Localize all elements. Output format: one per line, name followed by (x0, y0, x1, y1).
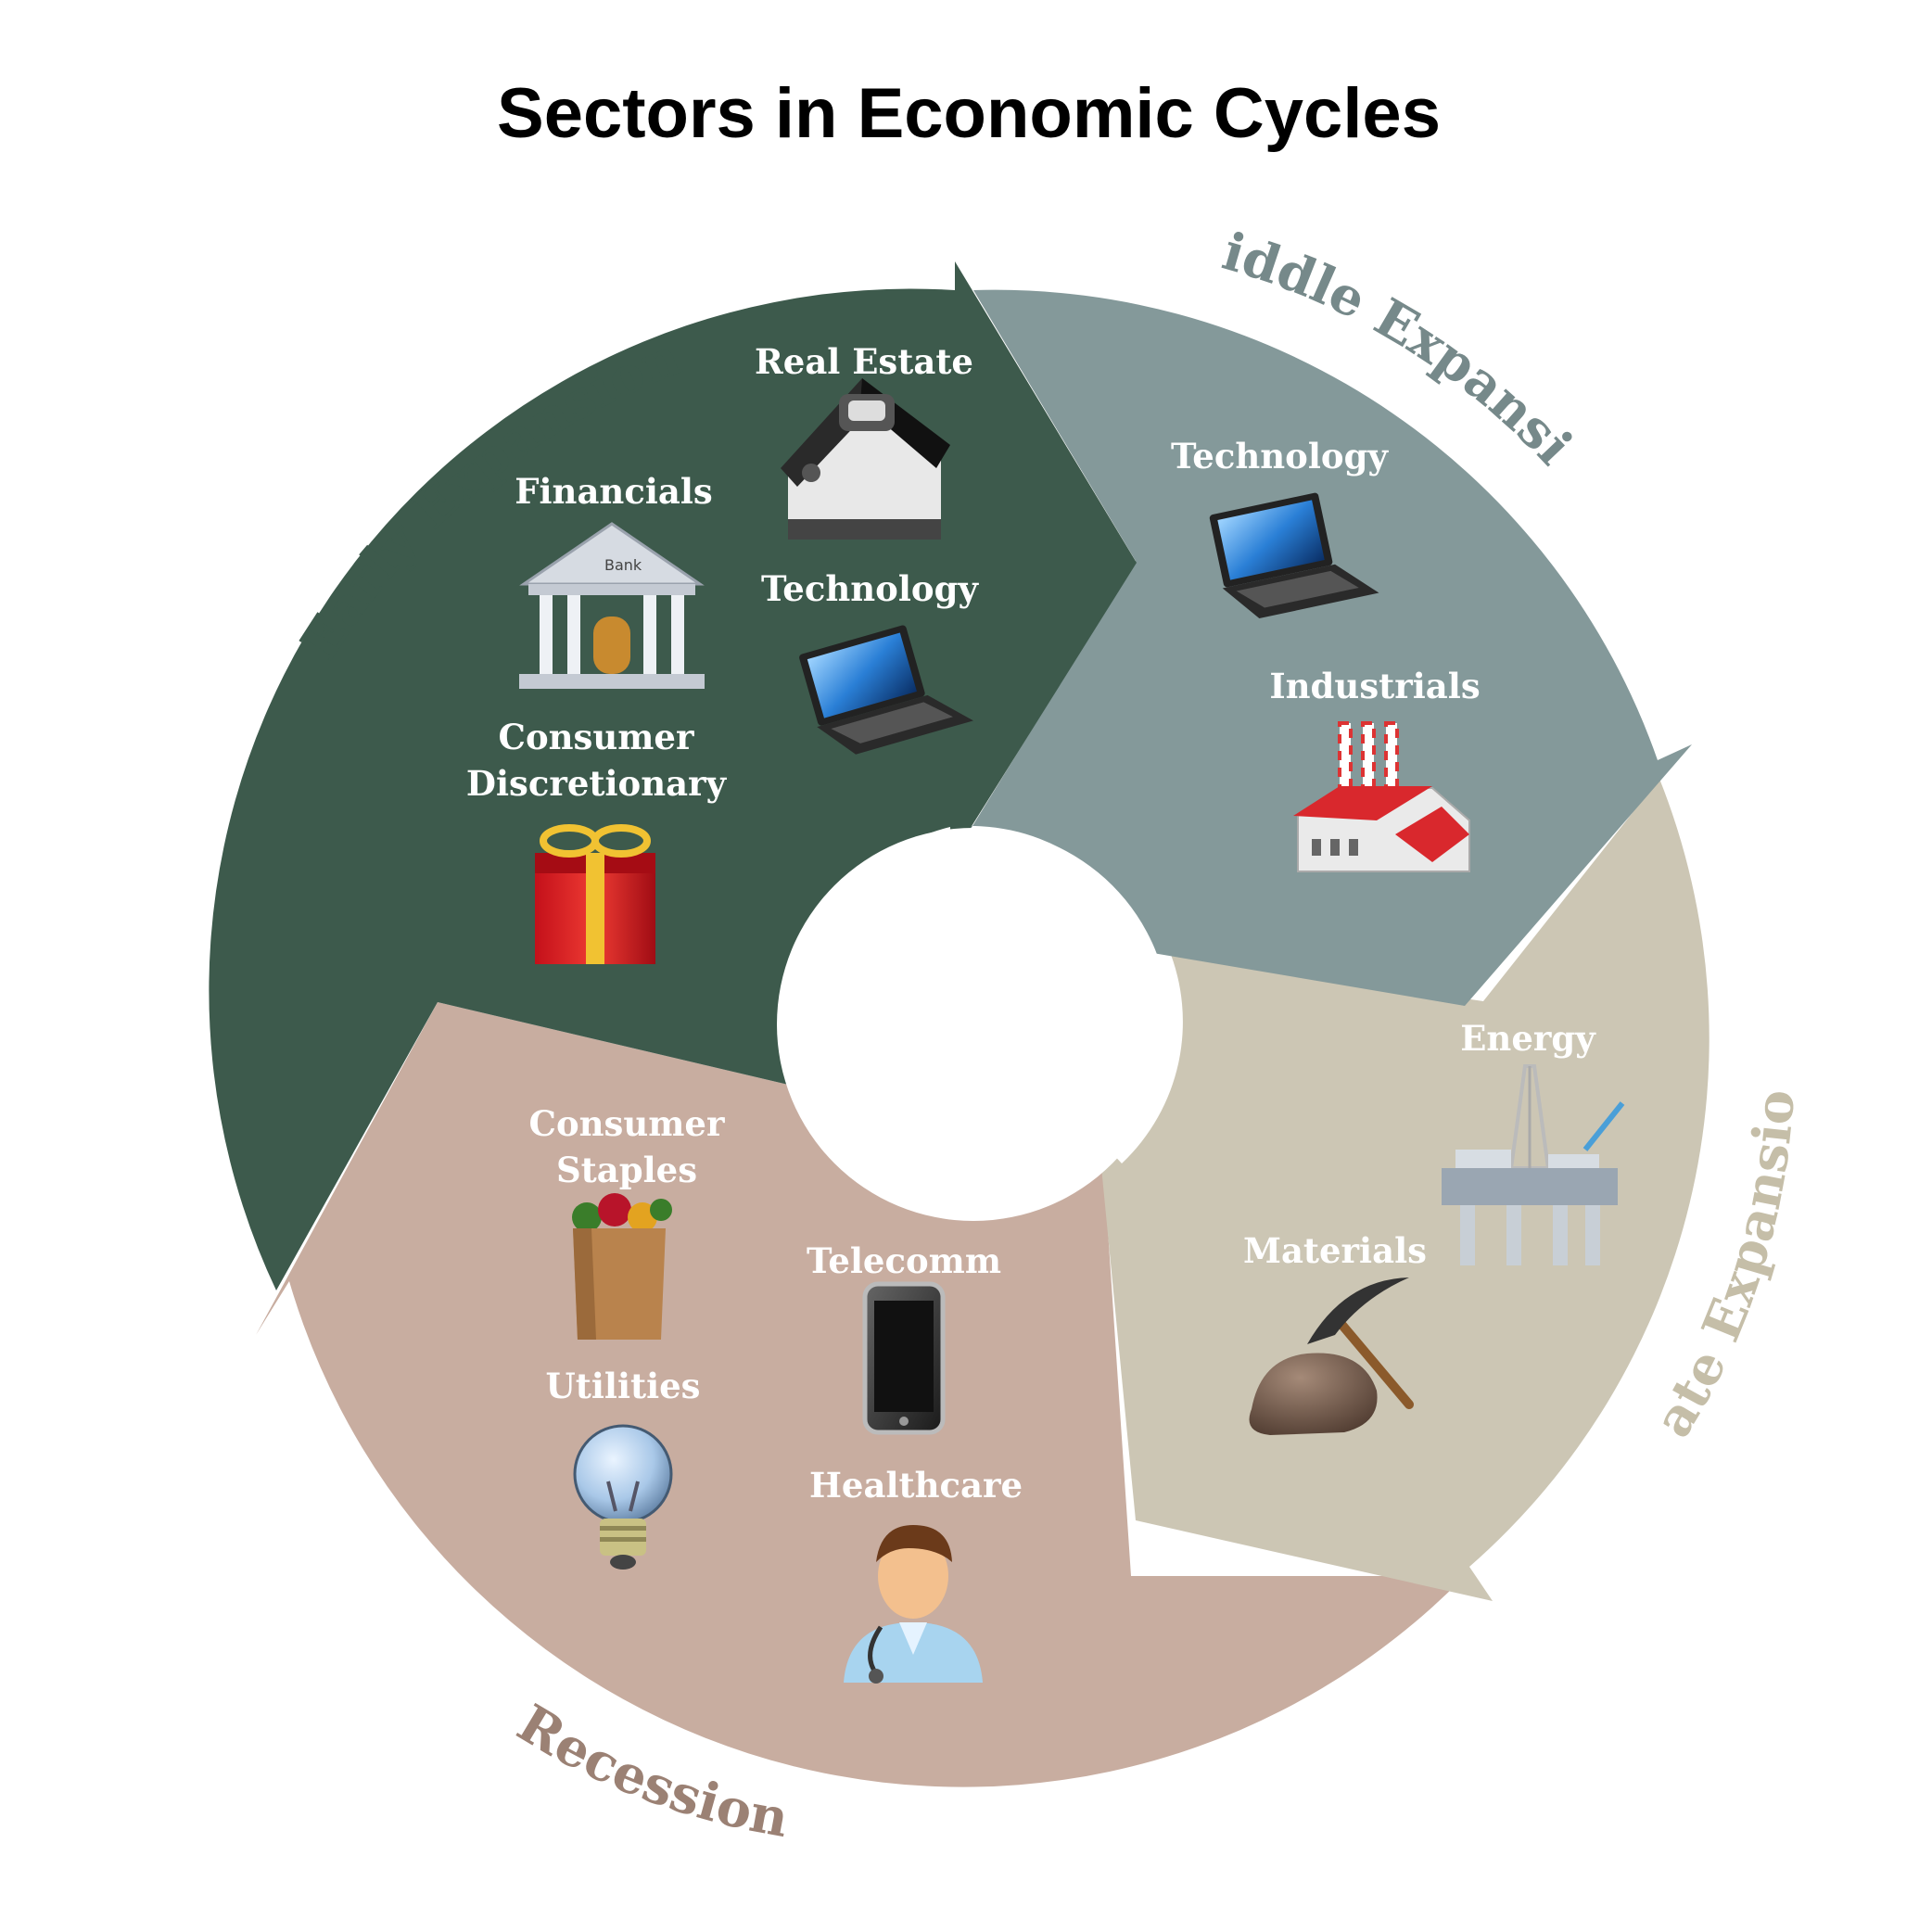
recession-segment (256, 1002, 1465, 1787)
house-icon (781, 378, 950, 540)
pickaxe-rock-icon (1249, 1277, 1414, 1435)
sector-label-consumer-discretionary-line1: Consumer (499, 717, 694, 757)
lightbulb-icon (573, 1424, 673, 1570)
doctor-icon (844, 1525, 983, 1684)
sector-label-healthcare: Healthcare (809, 1465, 1023, 1506)
sector-label-industrials: Industrials (1269, 666, 1480, 706)
sector-label-consumer-staples-line1: Consumer (529, 1103, 725, 1144)
sector-label-consumer-discretionary-line2: Discretionary (466, 763, 728, 804)
gift-icon (535, 824, 655, 964)
middle-expansion-segment (950, 289, 1692, 1006)
center-hole (777, 828, 1170, 1221)
sector-label-materials: Materials (1243, 1230, 1427, 1271)
oil-rig-icon (1442, 1064, 1625, 1265)
late-expansion-segment (1099, 779, 1710, 1601)
sector-label-financials: Financials (515, 471, 713, 512)
diagram-title: Sectors in Economic Cycles (497, 74, 1441, 153)
laptop-icon-middle (1209, 492, 1379, 619)
factory-icon (1293, 721, 1470, 872)
sector-label-utilities: Utilities (545, 1366, 700, 1406)
grocery-bag-icon (572, 1193, 672, 1340)
laptop-icon (799, 625, 973, 755)
sector-label-energy: Energy (1460, 1018, 1596, 1059)
sector-label-telecomm: Telecomm (807, 1240, 1001, 1281)
bank-sign: Bank (604, 556, 642, 574)
bank-icon: Bank (519, 522, 705, 689)
sector-label-real-estate: Real Estate (755, 341, 973, 382)
phone-icon (862, 1281, 946, 1435)
sector-label-consumer-staples-line2: Staples (556, 1150, 697, 1190)
sector-label-technology-early: Technology (761, 568, 979, 609)
sector-label-technology-middle: Technology (1171, 436, 1389, 477)
